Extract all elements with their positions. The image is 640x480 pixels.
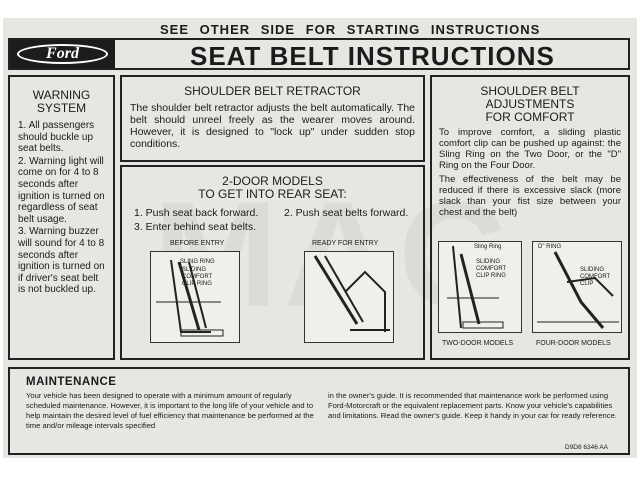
callout-4door-2: COMFORT bbox=[580, 274, 611, 280]
title-box bbox=[8, 38, 630, 70]
ford-logo: Ford bbox=[10, 40, 115, 68]
callout-sling-ring: SLING RING bbox=[180, 259, 215, 265]
warning-item-1: 1. All passengers should buckle up seat … bbox=[18, 120, 95, 155]
caption-two-door: TWO-DOOR MODELS bbox=[442, 340, 514, 347]
callout-clip-line-3: CLIP RING bbox=[182, 281, 212, 287]
callout-adj-comfort-1: SLIDING bbox=[476, 259, 501, 265]
adjustments-panel: SHOULDER BELT ADJUSTMENTS FOR COMFORT To… bbox=[430, 75, 630, 360]
warning-panel: WARNING SYSTEM 1. All passengers should … bbox=[8, 75, 115, 360]
ford-oval-icon: Ford bbox=[17, 44, 108, 64]
page-title: SEAT BELT INSTRUCTIONS bbox=[190, 41, 555, 71]
before-entry-illustration bbox=[150, 251, 240, 343]
four-door-belt-illustration bbox=[532, 241, 622, 333]
fig-ready-caption: READY FOR ENTRY bbox=[312, 240, 379, 247]
two-door-heading-1: 2-DOOR MODELS bbox=[222, 174, 323, 188]
ready-entry-illustration bbox=[304, 251, 394, 343]
part-number: D9D8 6346 AA bbox=[565, 444, 609, 451]
warning-item-2: 2. Warning light will come on for 4 to 8… bbox=[18, 155, 105, 225]
callout-clip-line-1: SLIDING bbox=[182, 267, 207, 273]
callout-adj-comfort-3: CLIP RING bbox=[476, 273, 506, 279]
adjust-heading-2: ADJUSTMENTS bbox=[485, 97, 575, 111]
two-door-panel: 2-DOOR MODELS TO GET INTO REAR SEAT: 1. … bbox=[120, 165, 425, 360]
callout-adj-comfort-2: COMFORT bbox=[476, 266, 507, 272]
maintenance-col-1: Your vehicle has been designed to operat… bbox=[26, 391, 314, 430]
callout-d-ring: D" RING bbox=[538, 244, 562, 250]
warning-heading-2: SYSTEM bbox=[36, 101, 87, 115]
callout-clip-line-2: COMFORT bbox=[182, 274, 213, 280]
adjust-para-1: To improve comfort, a sliding plastic co… bbox=[439, 127, 621, 171]
two-door-step-1: 1. Push seat back forward. bbox=[134, 207, 259, 219]
two-door-step-3: 3. Enter behind seat belts. bbox=[134, 221, 256, 233]
maintenance-panel: MAINTENANCE Your vehicle has been design… bbox=[8, 367, 630, 455]
callout-4door-3: CLIP bbox=[580, 281, 594, 287]
caption-four-door: FOUR-DOOR MODELS bbox=[536, 340, 611, 347]
retractor-body: The shoulder belt retractor adjusts the … bbox=[130, 102, 415, 150]
maintenance-col-2: in the owner's guide. It is recommended … bbox=[328, 391, 617, 420]
warning-item-3: 3. Warning buzzer will sound for 4 to 8 … bbox=[18, 226, 105, 296]
two-door-step-2: 2. Push seat belts forward. bbox=[284, 207, 409, 219]
maintenance-heading: MAINTENANCE bbox=[26, 376, 117, 388]
warning-heading-1: WARNING bbox=[32, 88, 91, 102]
retractor-heading: SHOULDER BELT RETRACTOR bbox=[184, 84, 361, 98]
adjust-heading-3: FOR COMFORT bbox=[485, 110, 575, 124]
adjust-para-2: The effectiveness of the belt may be red… bbox=[439, 174, 621, 218]
retractor-panel: SHOULDER BELT RETRACTOR The shoulder bel… bbox=[120, 75, 425, 162]
seat-belt-icon bbox=[156, 259, 224, 337]
callout-adj-sling: Sling Ring bbox=[474, 244, 502, 250]
d-ring-icon bbox=[537, 251, 619, 329]
callout-4door-1: SLIDING bbox=[580, 267, 605, 273]
adjust-heading-1: SHOULDER BELT bbox=[480, 84, 580, 98]
two-door-heading-2: TO GET INTO REAR SEAT: bbox=[198, 187, 347, 201]
seat-forward-icon bbox=[313, 255, 390, 332]
top-note: SEE OTHER SIDE FOR STARTING INSTRUCTIONS bbox=[160, 22, 541, 37]
sling-ring-icon bbox=[447, 245, 504, 329]
fig-before-caption: BEFORE ENTRY bbox=[170, 240, 225, 247]
two-door-belt-illustration bbox=[438, 241, 522, 333]
